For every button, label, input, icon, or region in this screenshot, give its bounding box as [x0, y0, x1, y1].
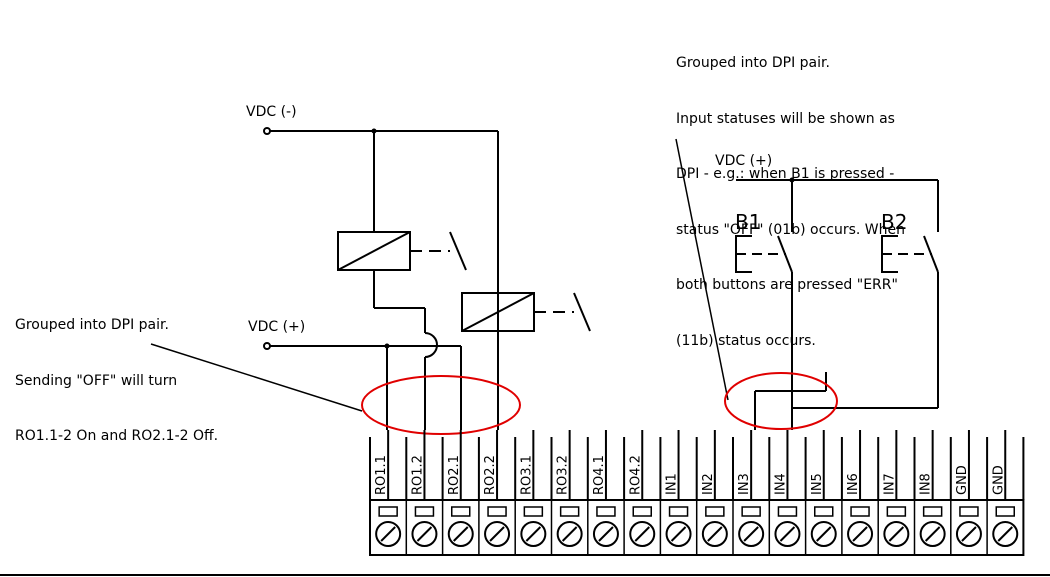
note-input-line: status "OFF" (01b) occurs. When	[676, 221, 905, 238]
button-b2-label: B2	[881, 210, 907, 234]
terminal-label: IN6	[846, 473, 861, 495]
terminal-screw-icon	[847, 521, 874, 547]
note-relay-dpi: Grouped into DPI pair. Sending "OFF" wil…	[15, 279, 218, 464]
vdc-positive-terminal-left	[263, 342, 271, 350]
dpi-highlight-inputs	[724, 372, 838, 430]
terminal-screw-icon	[665, 521, 692, 547]
terminal-label: IN7	[882, 473, 897, 495]
note-relay-line: Sending "OFF" will turn	[15, 372, 178, 389]
terminal-label: IN3	[737, 473, 752, 495]
terminal-screw-slot	[416, 526, 433, 542]
note-input-line: DPI - e.g.: when B1 is pressed -	[676, 166, 895, 182]
terminal-screw-icon	[992, 521, 1019, 547]
note-input-line: Input statuses will be shown as	[676, 110, 895, 127]
terminal-clamp	[886, 506, 907, 517]
terminal-label: RO4.1	[592, 455, 607, 495]
terminal-clamp	[995, 506, 1015, 517]
terminal-screw-icon	[919, 521, 946, 547]
terminal-screw-icon	[411, 521, 438, 547]
terminal-label: RO1.2	[410, 455, 425, 495]
terminal-screw-icon	[955, 521, 982, 547]
terminal-screw-slot	[888, 526, 905, 542]
terminal-clamp	[378, 506, 398, 517]
terminal-clamp	[668, 506, 689, 517]
note-relay-line: Grouped into DPI pair.	[15, 317, 169, 333]
terminal-screw-icon	[520, 521, 547, 547]
terminal-screw-icon	[883, 521, 910, 547]
terminal-label: RO2.1	[447, 455, 462, 495]
terminal-screw-slot	[707, 526, 723, 542]
button-wiring	[735, 177, 939, 430]
note-input-line: (11b) status occurs.	[676, 332, 816, 349]
vdc-positive-label-right: VDC (+)	[715, 153, 772, 169]
terminal-screw-icon	[556, 521, 583, 547]
terminal-screw-icon	[629, 521, 656, 547]
terminal-screw-slot	[924, 526, 941, 542]
terminal-clamp	[922, 506, 943, 517]
terminal-label: IN1	[665, 473, 680, 495]
terminal-block: RO1.1 RO1.2 RO2.1 RO2.2 RO3.1 RO3.2 RO4.1 RO4.2…	[369, 430, 1025, 556]
terminal-screw-slot	[453, 526, 469, 542]
terminal-screw-icon	[484, 521, 511, 547]
terminal-clamp	[596, 506, 616, 517]
terminal-clamp	[814, 506, 834, 517]
terminal-clamp	[451, 506, 471, 517]
note-input-dpi: Grouped into DPI pair. Input statuses wi…	[676, 17, 905, 369]
terminal-clamp	[523, 506, 544, 517]
terminal-screw-slot	[561, 526, 578, 542]
terminal-clamp	[850, 506, 870, 517]
terminal-label: RO2.2	[483, 455, 498, 495]
terminal-screw-icon	[738, 521, 765, 547]
vdc-negative-label: VDC (-)	[246, 104, 297, 120]
terminal-label: GND	[955, 465, 970, 495]
dpi-highlight-relays	[361, 375, 521, 435]
terminal-screw-icon	[701, 521, 728, 547]
terminal-label: IN2	[701, 473, 716, 495]
terminal-clamp	[705, 506, 725, 517]
terminal-label: RO3.2	[556, 455, 571, 495]
relay-wiring	[263, 127, 591, 430]
terminal-clamp	[487, 506, 507, 517]
terminal-screw-slot	[634, 526, 650, 542]
note-input-line: both buttons are pressed "ERR"	[676, 277, 898, 293]
terminal-screw-icon	[592, 521, 619, 547]
button-b1-label: B1	[735, 210, 761, 234]
note-input-line: Grouped into DPI pair.	[676, 55, 830, 71]
terminal-label: RO4.2	[628, 455, 643, 495]
terminal-screw-icon	[447, 521, 474, 547]
terminal-screw-slot	[489, 526, 505, 542]
terminal-screw-icon	[375, 521, 402, 547]
terminal-screw-icon	[810, 521, 837, 547]
vdc-negative-terminal	[263, 127, 271, 135]
terminal-label: RO3.1	[519, 455, 534, 495]
terminal-label: IN5	[810, 473, 825, 495]
terminal-label: RO1.1	[374, 455, 389, 495]
terminal-screw-slot	[816, 526, 832, 542]
terminal-screw-slot	[743, 526, 759, 542]
terminal-screw-slot	[779, 526, 796, 542]
vdc-positive-label-left: VDC (+)	[248, 319, 305, 335]
terminal-label: IN8	[919, 473, 934, 495]
terminal-screw-slot	[997, 526, 1013, 542]
terminal-screw-slot	[961, 526, 977, 542]
terminal-screw-slot	[598, 526, 614, 542]
terminal-clamp	[414, 506, 435, 517]
terminal-clamp	[741, 506, 761, 517]
note-relay-line: RO1.1-2 On and RO2.1-2 Off.	[15, 428, 219, 444]
terminal-clamp	[777, 506, 798, 517]
terminal-screw-slot	[670, 526, 687, 542]
terminal-label: IN4	[773, 473, 788, 495]
terminal-label: GND	[991, 465, 1006, 495]
terminal-screw-slot	[525, 526, 542, 542]
terminal-screw-icon	[774, 521, 801, 547]
terminal-clamp	[559, 506, 580, 517]
callouts	[150, 138, 838, 435]
terminal-screw-slot	[380, 526, 396, 542]
terminal-clamp	[959, 506, 979, 517]
terminal-screw-slot	[852, 526, 868, 542]
terminal-clamp	[632, 506, 652, 517]
